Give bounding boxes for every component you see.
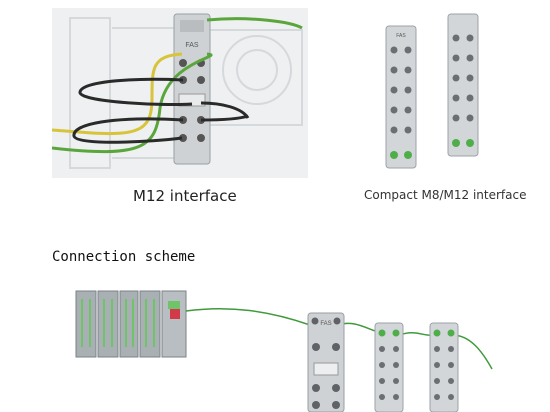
compact-modules-photo: FAS [385,13,479,169]
m12-interface-caption: M12 interface [133,187,237,205]
m12-module-photo: FAS [52,8,308,178]
scheme-module-brand: FAS [320,321,331,327]
compact-module-2 [429,322,459,412]
compact-module-1 [374,322,404,412]
compact-module-brand: FAS [396,33,406,39]
m12-module-brand: FAS [185,42,199,49]
compact-interface-caption: Compact M8/M12 interface [364,188,527,202]
connection-scheme-title: Connection scheme [52,249,196,265]
connection-scheme-diagram: FAS [75,290,493,412]
plc-rack [75,290,187,358]
m12-module: FAS [307,312,345,412]
